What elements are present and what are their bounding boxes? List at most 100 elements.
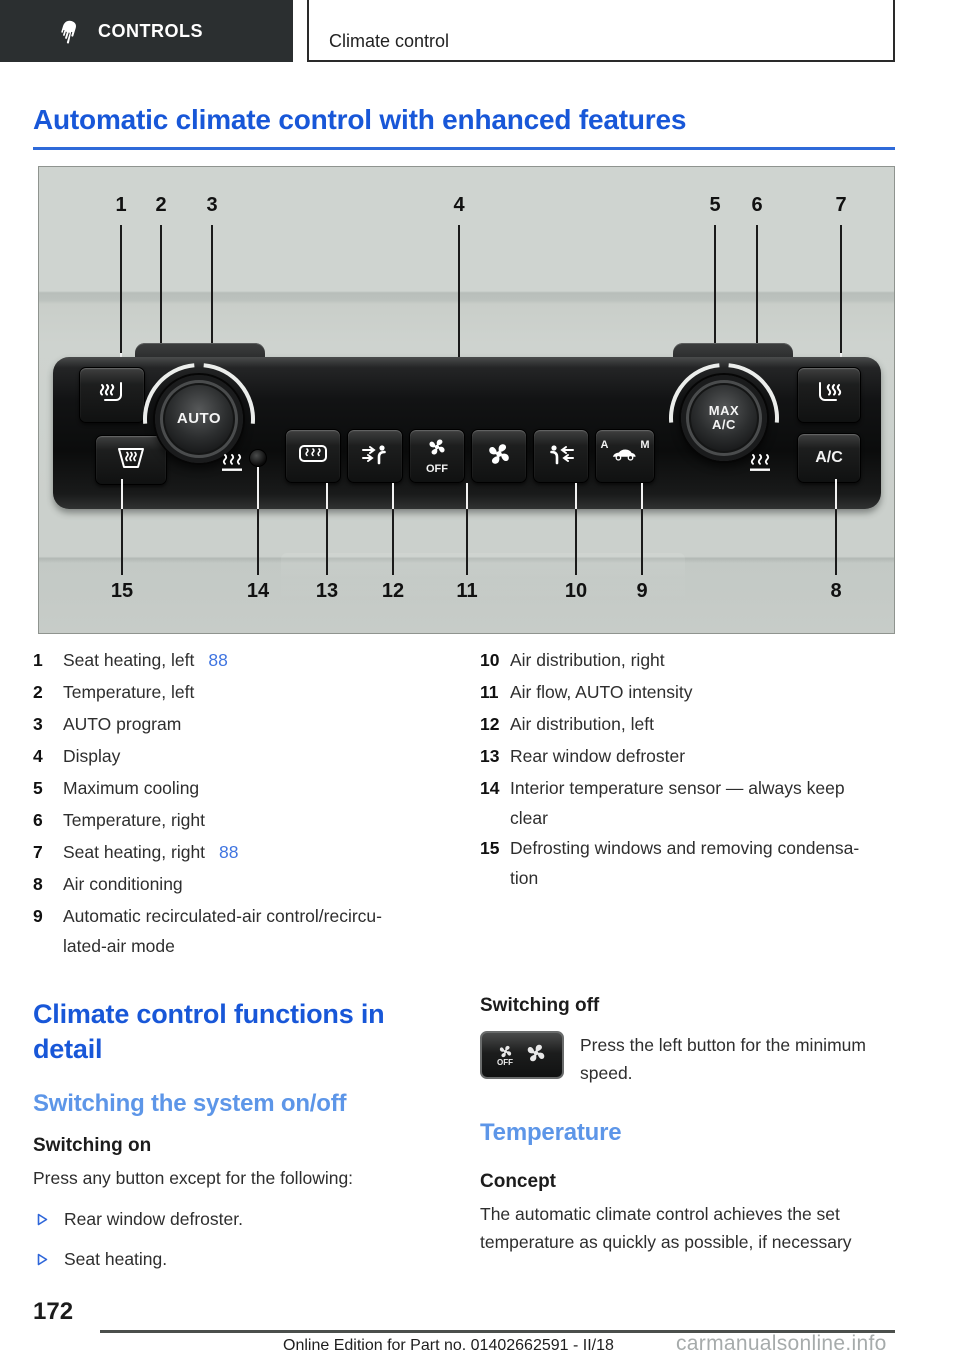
fan-buttons-image: OFF bbox=[480, 1031, 564, 1079]
legend-number: 3 bbox=[33, 714, 43, 734]
seat-heating-icon bbox=[97, 380, 127, 411]
hand-icon bbox=[58, 17, 84, 45]
legend-text: Air conditioning bbox=[63, 874, 183, 894]
legend-number: 6 bbox=[33, 810, 43, 830]
maximum-cooling-knob: MAX A/C bbox=[679, 373, 769, 463]
legend-number: 14 bbox=[480, 778, 500, 798]
legend-number: 4 bbox=[33, 746, 43, 766]
subsection-heading-temperature: Temperature bbox=[480, 1119, 622, 1146]
legend-number: 1 bbox=[33, 650, 43, 670]
callout-line bbox=[326, 483, 328, 575]
legend-number: 10 bbox=[480, 650, 500, 670]
subheading-switching-on: Switching on bbox=[33, 1135, 152, 1156]
auto-program-knob: AUTO bbox=[153, 373, 245, 465]
section-header-box: Climate control bbox=[307, 0, 895, 62]
air-distribution-left-button bbox=[347, 429, 403, 483]
windshield-defroster-icon bbox=[115, 446, 147, 475]
callout-number: 1 bbox=[115, 194, 127, 216]
air-distribution-right-icon bbox=[547, 442, 575, 471]
callout-line bbox=[714, 225, 716, 417]
legend-text: Interior temperature sensor — always kee… bbox=[510, 778, 845, 828]
subheading-concept: Concept bbox=[480, 1171, 556, 1192]
callout-number: 13 bbox=[315, 580, 339, 602]
page-reference-link[interactable]: 88 bbox=[208, 650, 228, 670]
seat-heating-left-button bbox=[79, 367, 145, 423]
air-distribution-left-icon bbox=[361, 442, 389, 471]
bullet-item: Rear window defroster. bbox=[33, 1206, 465, 1232]
heater-waves-icon bbox=[221, 453, 243, 478]
bullet-item: Seat heating. bbox=[33, 1246, 465, 1272]
footer-rule bbox=[100, 1330, 895, 1333]
max-knob-label-line1: MAX bbox=[708, 402, 740, 418]
mini-off-label: OFF bbox=[497, 1057, 513, 1067]
seat-heating-icon bbox=[814, 380, 844, 411]
watermark: carmanualsonline.info bbox=[676, 1332, 887, 1355]
chapter-label: CONTROLS bbox=[98, 20, 203, 41]
callout-number: 2 bbox=[155, 194, 167, 216]
heater-waves-icon bbox=[749, 453, 771, 478]
legend-text: Air distribution, left bbox=[510, 714, 654, 734]
fan-icon bbox=[525, 1042, 547, 1069]
page-number: 172 bbox=[33, 1298, 74, 1325]
bullet-text: Seat heating. bbox=[64, 1249, 168, 1269]
seat-heating-right-button bbox=[797, 367, 861, 423]
windshield-defroster-button bbox=[95, 435, 167, 485]
page-reference-link[interactable]: 88 bbox=[219, 842, 239, 862]
auto-knob-label: AUTO bbox=[176, 409, 222, 427]
legend-text: Temperature, left bbox=[63, 682, 195, 702]
legend-number: 7 bbox=[33, 842, 43, 862]
legend-text: Automatic recirculated-air control/recir… bbox=[63, 906, 382, 956]
legend-item: 14 Interior temperature sensor — always k… bbox=[480, 773, 910, 833]
callout-line bbox=[575, 483, 577, 575]
edition-note: Online Edition for Part no. 01402662591 … bbox=[283, 1337, 614, 1354]
subheading-switching-off: Switching off bbox=[480, 995, 600, 1016]
legend-number: 13 bbox=[480, 746, 500, 766]
callout-line bbox=[840, 225, 842, 399]
paragraph: Press the left button for the minimum sp… bbox=[580, 1035, 866, 1083]
fan-off-icon: OFF bbox=[497, 1044, 513, 1067]
ac-button-label: A/C bbox=[815, 449, 843, 466]
legend-number: 9 bbox=[33, 906, 43, 926]
legend-text: Seat heating, right bbox=[63, 842, 206, 862]
legend-text: AUTO program bbox=[63, 714, 182, 734]
legend-number: 15 bbox=[480, 838, 500, 858]
legend-text: Air distribution, right bbox=[510, 650, 665, 670]
legend-number: 12 bbox=[480, 714, 500, 734]
legend-number: 11 bbox=[480, 682, 499, 702]
ac-button: A/C bbox=[797, 433, 861, 483]
callout-line bbox=[160, 225, 162, 425]
legend-item: 1 Seat heating, left 88 bbox=[33, 645, 465, 677]
fan-button bbox=[471, 429, 527, 483]
display bbox=[281, 553, 685, 611]
callout-line bbox=[458, 225, 460, 385]
recirculation-car-icon bbox=[611, 446, 637, 467]
subsection-heading-on-off: Switching the system on/off bbox=[33, 1090, 347, 1117]
page-title: Automatic climate control with enhanced … bbox=[33, 104, 895, 150]
switching-off-row: OFF Press the left button for the min bbox=[480, 1031, 910, 1087]
section-label: Climate control bbox=[329, 31, 450, 51]
air-distribution-right-button bbox=[533, 429, 589, 483]
max-knob-label-line2: A/C bbox=[712, 417, 736, 432]
legend-item: 9 Automatic recirculated-air control/reci… bbox=[33, 901, 465, 961]
callout-line bbox=[835, 479, 837, 575]
callout-line bbox=[392, 483, 394, 575]
rear-window-defroster-icon bbox=[298, 443, 328, 470]
legend-number: 5 bbox=[33, 778, 43, 798]
callout-line bbox=[641, 483, 643, 575]
callout-number: 7 bbox=[835, 194, 847, 216]
bullet-text: Rear window defroster. bbox=[64, 1209, 243, 1229]
fan-off-label: OFF bbox=[426, 463, 448, 475]
triangle-bullet-icon bbox=[37, 1253, 48, 1266]
legend-text: Seat heating, left bbox=[63, 650, 195, 670]
legend-item: 7 Seat heating, right 88 bbox=[33, 837, 465, 869]
callout-line bbox=[466, 483, 468, 575]
recirculation-button: A M bbox=[595, 429, 655, 483]
